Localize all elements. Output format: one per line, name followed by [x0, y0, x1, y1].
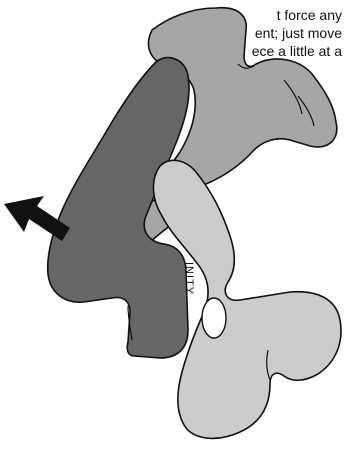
piece-engraving: INITY — [183, 262, 195, 295]
